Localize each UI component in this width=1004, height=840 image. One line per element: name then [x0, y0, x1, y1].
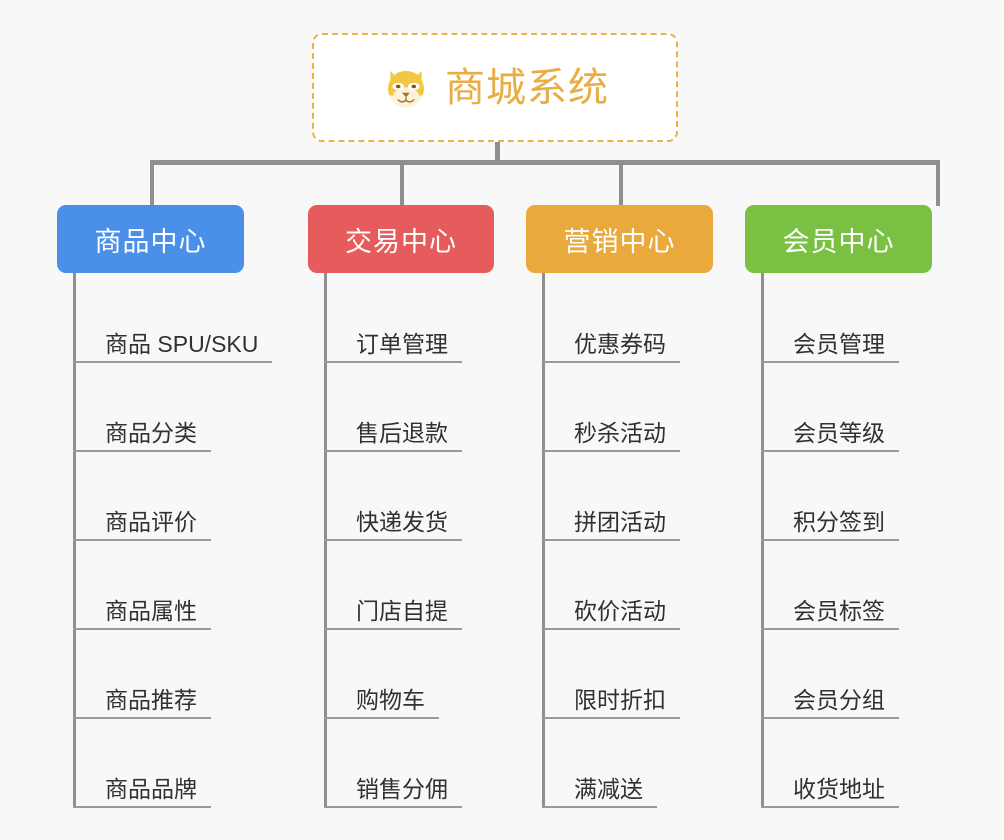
leaf-item-label: 快递发货 — [356, 508, 448, 535]
connector-bus-line — [150, 160, 940, 165]
category-header-3[interactable]: 会员中心 — [745, 205, 932, 273]
leaf-item[interactable]: 拼团活动 — [542, 479, 680, 541]
leaf-item-label: 会员标签 — [793, 597, 885, 624]
leaf-item[interactable]: 优惠券码 — [542, 301, 680, 363]
leaf-item[interactable]: 积分签到 — [761, 479, 899, 541]
leaf-item[interactable]: 商品 SPU/SKU — [73, 301, 272, 363]
leaf-item-label: 拼团活动 — [574, 508, 666, 535]
leaf-item-label: 收货地址 — [793, 775, 885, 802]
category-label: 交易中心 — [345, 226, 457, 257]
drop-line-1 — [150, 160, 154, 206]
leaf-item-label: 满减送 — [574, 775, 643, 802]
leaf-item[interactable]: 商品评价 — [73, 479, 211, 541]
root-title: 商城系统 — [445, 65, 609, 110]
leaf-item-label: 售后退款 — [356, 419, 448, 446]
leaf-item[interactable]: 商品分类 — [73, 390, 211, 452]
leaf-item[interactable]: 会员管理 — [761, 301, 899, 363]
leaf-item[interactable]: 收货地址 — [761, 746, 899, 808]
leaf-item-label: 会员管理 — [793, 330, 885, 357]
leaf-item-label: 限时折扣 — [574, 686, 666, 713]
leaf-item-label: 秒杀活动 — [574, 419, 666, 446]
leaf-item-label: 商品 SPU/SKU — [105, 330, 259, 357]
leaf-item-label: 商品评价 — [105, 508, 197, 535]
leaf-item[interactable]: 会员分组 — [761, 657, 899, 719]
leaf-item-label: 会员等级 — [793, 419, 885, 446]
category-label: 营销中心 — [563, 226, 676, 257]
leaf-item-label: 购物车 — [356, 686, 425, 713]
leaf-item[interactable]: 商品属性 — [73, 568, 211, 630]
category-header-1[interactable]: 交易中心 — [308, 205, 494, 273]
leaf-item[interactable]: 满减送 — [542, 746, 657, 808]
leaf-item[interactable]: 商品品牌 — [73, 746, 211, 808]
drop-line-2 — [400, 160, 404, 206]
leaf-item[interactable]: 订单管理 — [324, 301, 462, 363]
leaf-item-label: 优惠券码 — [574, 330, 666, 357]
leaf-item-label: 商品品牌 — [105, 775, 197, 802]
leaf-item-label: 门店自提 — [356, 597, 448, 624]
root-node[interactable]: 商城系统 — [312, 33, 678, 142]
category-header-0[interactable]: 商品中心 — [57, 205, 244, 273]
leaf-item-label: 商品分类 — [105, 419, 197, 446]
leaf-item-label: 订单管理 — [356, 330, 448, 357]
leaf-item[interactable]: 商品推荐 — [73, 657, 211, 719]
leaf-item[interactable]: 门店自提 — [324, 568, 462, 630]
leaf-item[interactable]: 砍价活动 — [542, 568, 680, 630]
leaf-item-label: 砍价活动 — [574, 597, 666, 624]
shiba-dog-icon — [381, 63, 431, 113]
leaf-item[interactable]: 限时折扣 — [542, 657, 680, 719]
leaf-item-label: 商品属性 — [105, 597, 197, 624]
category-label: 商品中心 — [94, 226, 207, 257]
leaf-item[interactable]: 购物车 — [324, 657, 439, 719]
leaf-item-label: 销售分佣 — [356, 775, 448, 802]
leaf-item[interactable]: 销售分佣 — [324, 746, 462, 808]
category-label: 会员中心 — [782, 226, 895, 257]
drop-line-3 — [619, 160, 623, 206]
leaf-item-label: 积分签到 — [793, 508, 885, 535]
root-stem-line — [495, 142, 500, 164]
leaf-item[interactable]: 秒杀活动 — [542, 390, 680, 452]
leaf-item[interactable]: 会员等级 — [761, 390, 899, 452]
category-header-2[interactable]: 营销中心 — [526, 205, 713, 273]
leaf-item-label: 商品推荐 — [105, 686, 197, 713]
leaf-item[interactable]: 售后退款 — [324, 390, 462, 452]
drop-line-4 — [936, 160, 940, 206]
leaf-item[interactable]: 快递发货 — [324, 479, 462, 541]
leaf-item[interactable]: 会员标签 — [761, 568, 899, 630]
leaf-item-label: 会员分组 — [793, 686, 885, 713]
